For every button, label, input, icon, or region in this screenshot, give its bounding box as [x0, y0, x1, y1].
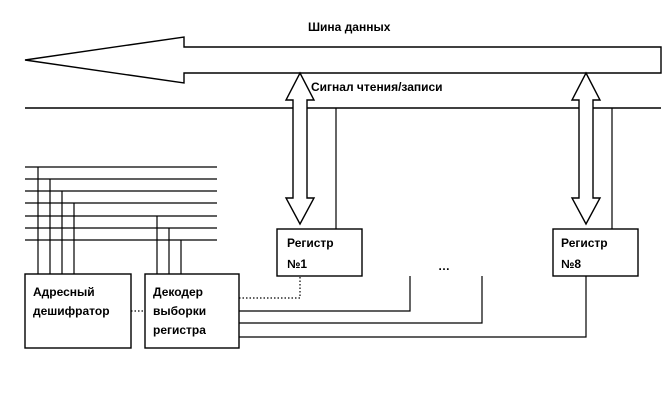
ellipsis-label: …	[438, 259, 450, 273]
register-8-box	[552, 228, 639, 277]
address-bus-lines	[25, 166, 217, 241]
data-bus-label: Шина данных	[308, 20, 391, 34]
data-bus-arrow	[24, 36, 662, 84]
rw-signal-label: Сигнал чтения/записи	[311, 80, 443, 94]
address-decoder-label-line1: Адресный	[33, 285, 95, 299]
register-decoder-box	[144, 273, 240, 349]
register-8-label-line2: №8	[561, 257, 581, 271]
register-decoder-label-line2: выборки	[153, 304, 206, 318]
address-decoder-label-line2: дешифратор	[33, 304, 110, 318]
register-8-bus-arrow	[570, 71, 602, 226]
register-1-label-line2: №1	[287, 257, 307, 271]
register-8-label-line1: Регистр	[561, 236, 608, 250]
select-line-register-1	[239, 276, 301, 299]
select-line-register-2	[239, 276, 411, 312]
register-decoder-label-line3: регистра	[153, 323, 206, 337]
register-decoder-inputs	[156, 216, 182, 274]
select-line-register-7	[239, 276, 483, 324]
register-1-label-line1: Регистр	[287, 236, 334, 250]
select-line-register-8	[239, 276, 587, 338]
register-decoder-label-line1: Декодер	[153, 285, 203, 299]
register-1-bus-arrow	[284, 71, 316, 226]
address-decoder-inputs	[37, 167, 75, 274]
register-1-box	[276, 228, 363, 277]
address-decoder-box	[24, 273, 132, 349]
